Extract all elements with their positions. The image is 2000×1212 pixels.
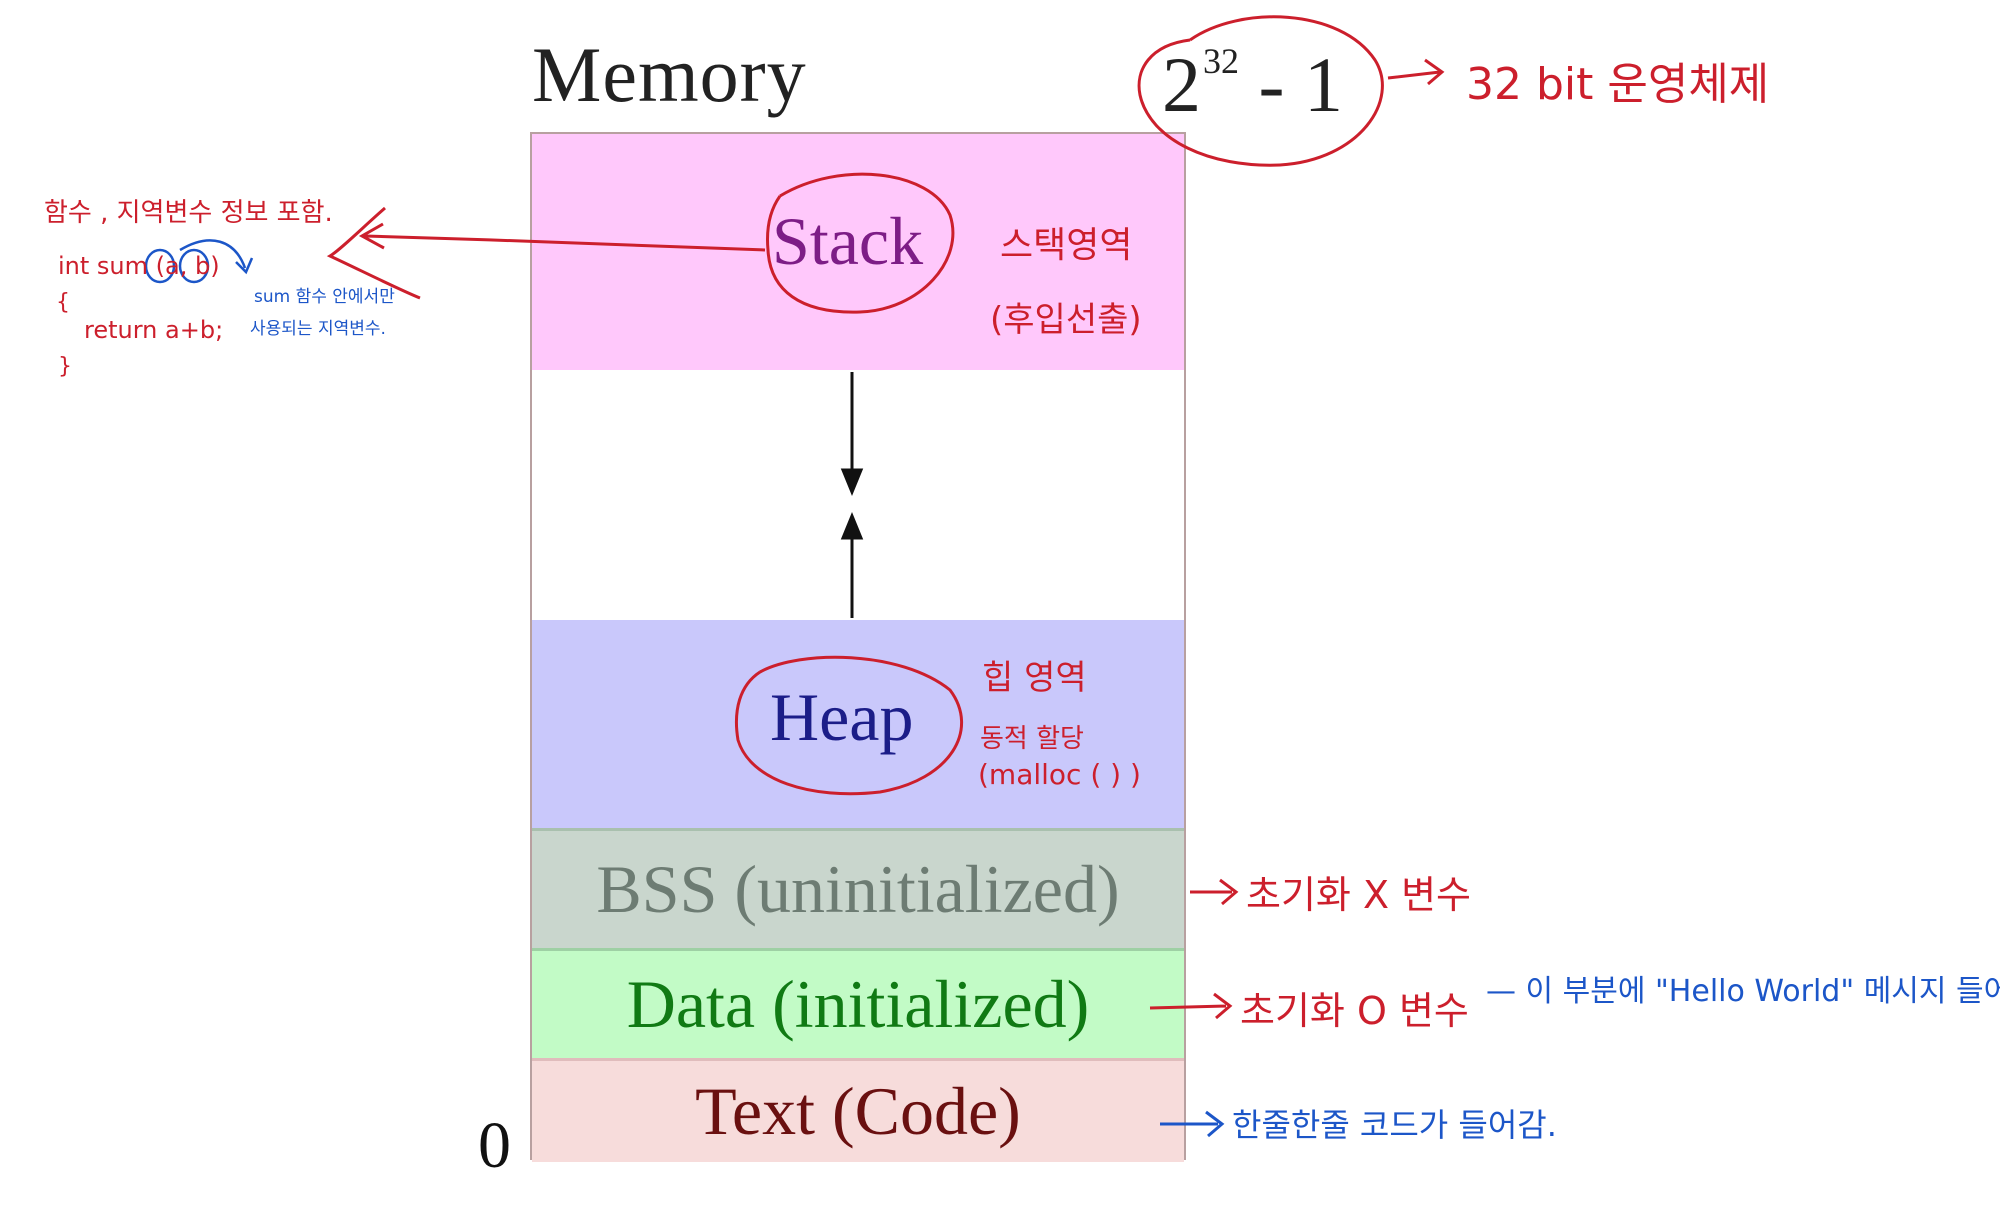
stack-label: Stack: [772, 203, 924, 279]
text-note: 한줄한줄 코드가 들어감.: [1232, 1106, 1557, 1144]
bss-arrow: [1190, 878, 1239, 906]
top-address-label: 232 - 1: [1162, 40, 1343, 130]
heap-dynamic-note: 동적 할당: [980, 724, 1084, 754]
stack-left-title: 함수 , 지역변수 정보 포함.: [44, 198, 333, 228]
code-line-3: return a+b;: [84, 316, 224, 344]
param-b-circle: [178, 248, 210, 284]
heap-label: Heap: [770, 679, 914, 755]
data-segment: Data (initialized): [532, 948, 1184, 1058]
stack-growth-arrow: [840, 372, 864, 496]
code-line-4: }: [58, 354, 72, 379]
heap-malloc-note: (malloc ( ) ): [978, 758, 1141, 791]
stack-note-arrow: [358, 222, 766, 252]
bottom-address-label: 0: [478, 1109, 511, 1182]
bss-note: 초기화 X 변수: [1246, 873, 1471, 917]
heap-growth-arrow: [840, 512, 864, 618]
free-space-segment: [532, 370, 1184, 620]
data-label: Data (initialized): [626, 966, 1090, 1042]
text-segment: Text (Code): [532, 1058, 1184, 1162]
data-arrow: [1149, 992, 1233, 1020]
top-address-circle: [1137, 15, 1384, 167]
stack-circle: [766, 172, 955, 314]
os-note: 32 bit 운영체제: [1466, 59, 1770, 110]
top-address-exponent: 32: [1203, 41, 1239, 81]
text-arrow: [1160, 1110, 1225, 1138]
code-line-2: {: [56, 290, 70, 315]
stack-area-note: 스택영역: [1000, 225, 1133, 266]
top-address-base: 2: [1162, 41, 1201, 128]
code-line-1: int sum (a, b): [58, 252, 220, 280]
blue-note-line-1: sum 함수 안에서만: [254, 287, 395, 307]
memory-title: Memory: [532, 31, 807, 118]
blue-note-line-2: 사용되는 지역변수.: [250, 319, 386, 339]
stack-lifo-note: (후입선출): [990, 300, 1142, 340]
data-hello-world-note: — 이 부분에 "Hello World" 메시지 들어감.: [1486, 974, 2000, 1009]
top-address-tail: - 1: [1258, 41, 1343, 128]
data-note: 초기화 O 변수: [1240, 989, 1469, 1033]
param-note-arrow: [179, 239, 254, 275]
param-a-circle: [144, 248, 176, 284]
bss-label: BSS (uninitialized): [596, 851, 1120, 927]
bss-segment: BSS (uninitialized): [532, 828, 1184, 948]
text-label: Text (Code): [695, 1073, 1021, 1149]
heap-circle: [734, 655, 963, 796]
stack-note-bracket: [326, 206, 421, 300]
os-arrow: [1387, 58, 1445, 86]
heap-area-note: 힙 영역: [982, 658, 1087, 698]
